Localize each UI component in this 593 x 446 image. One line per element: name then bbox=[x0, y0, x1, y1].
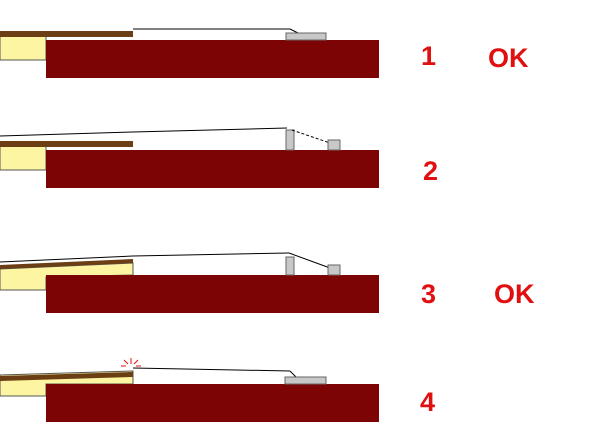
panel-3-number: 3 bbox=[421, 279, 437, 309]
panel-4-number: 4 bbox=[420, 387, 436, 417]
wire bbox=[0, 252, 290, 263]
panel-4 bbox=[0, 358, 379, 422]
panel-1 bbox=[0, 28, 379, 78]
post bbox=[285, 129, 295, 151]
wire bbox=[132, 367, 291, 372]
wire bbox=[289, 28, 299, 34]
base-block bbox=[46, 275, 379, 313]
panel-1-number: 1 bbox=[421, 41, 437, 71]
substrate-strip bbox=[0, 372, 133, 381]
contact-block bbox=[285, 32, 327, 41]
wire bbox=[288, 252, 331, 269]
base-block bbox=[46, 384, 379, 422]
pad bbox=[0, 145, 47, 171]
post bbox=[285, 256, 295, 276]
panel-3-status: OK bbox=[494, 279, 535, 309]
contact-block bbox=[327, 264, 341, 276]
substrate-strip bbox=[0, 259, 133, 269]
panel-2-number: 2 bbox=[423, 156, 439, 186]
base-block bbox=[46, 150, 379, 188]
contact-block bbox=[327, 139, 341, 151]
wire bbox=[0, 127, 288, 137]
substrate-strip bbox=[0, 31, 133, 37]
panel-1-status: OK bbox=[488, 43, 529, 73]
spark-icon bbox=[121, 358, 141, 367]
panel-3 bbox=[0, 252, 379, 313]
substrate-strip bbox=[0, 141, 133, 147]
pad bbox=[0, 35, 47, 61]
wire-dashed bbox=[291, 129, 331, 144]
wire bbox=[289, 370, 297, 378]
panel-2 bbox=[0, 127, 379, 188]
contact-block bbox=[284, 376, 327, 385]
base-block bbox=[46, 40, 379, 78]
